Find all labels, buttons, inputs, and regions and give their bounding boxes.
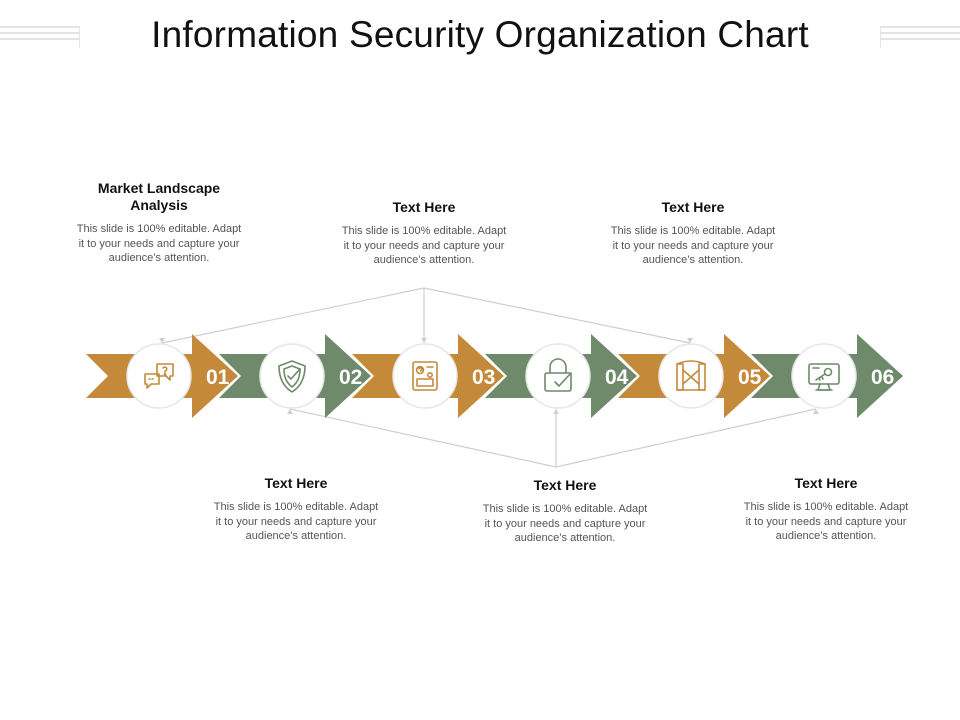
step-03-body: This slide is 100% editable. Adapt it to… <box>341 225 507 266</box>
title-decoration-right <box>880 26 960 48</box>
connector-arrowhead <box>813 409 819 414</box>
connector-arrowhead <box>553 409 559 414</box>
step-01-textbox: Market Landscape Analysis This slide is … <box>74 180 244 266</box>
step-06-circle <box>791 343 857 409</box>
connector-arrowhead <box>421 338 427 343</box>
step-06-textbox: Text Here This slide is 100% editable. A… <box>741 475 911 544</box>
shield-check-icon <box>278 360 306 393</box>
step-03-number: 03 <box>472 366 495 389</box>
id-card-icon <box>412 361 438 391</box>
connector-lines <box>159 287 819 468</box>
step-04-textbox: Text Here This slide is 100% editable. A… <box>480 477 650 546</box>
step-01-heading: Market Landscape Analysis <box>97 180 221 213</box>
security-gate-icon <box>676 360 706 391</box>
step-02-textbox: Text Here This slide is 100% editable. A… <box>211 475 381 544</box>
step-02-number: 02 <box>339 366 362 389</box>
step-05-body: This slide is 100% editable. Adapt it to… <box>610 225 776 266</box>
step-05-number: 05 <box>738 366 762 389</box>
title-decoration-left <box>0 26 80 48</box>
step-04-circle <box>525 343 591 409</box>
step-05-heading: Text Here <box>661 199 725 215</box>
step-04-body: This slide is 100% editable. Adapt it to… <box>482 503 648 544</box>
step-04-heading: Text Here <box>533 477 597 493</box>
chat-question-icon <box>144 363 174 389</box>
step-02-heading: Text Here <box>264 475 328 491</box>
step-06-heading: Text Here <box>794 475 858 491</box>
page-title: Information Security Organization Chart <box>151 14 809 55</box>
monitor-key-icon <box>808 363 840 391</box>
connector-line <box>289 408 557 468</box>
step-01-number: 01 <box>206 366 230 389</box>
step-06-body: This slide is 100% editable. Adapt it to… <box>743 501 909 542</box>
step-03-heading: Text Here <box>392 199 456 215</box>
connector-line <box>161 287 425 344</box>
step-05-textbox: Text Here This slide is 100% editable. A… <box>608 199 778 268</box>
connector-arrowhead <box>159 338 165 343</box>
step-numbers: 01 02 03 04 05 06 <box>206 366 894 389</box>
step-02-body: This slide is 100% editable. Adapt it to… <box>213 501 379 542</box>
connector-line <box>555 408 817 468</box>
step-circles <box>126 343 857 409</box>
step-03-textbox: Text Here This slide is 100% editable. A… <box>339 199 509 268</box>
step-03-circle <box>392 343 458 409</box>
step-04-number: 04 <box>605 366 629 389</box>
step-06-number: 06 <box>871 366 894 389</box>
connector-arrowhead <box>687 338 693 343</box>
connector-line <box>423 287 691 344</box>
padlock-check-icon <box>544 358 572 392</box>
step-02-circle <box>259 343 325 409</box>
step-icons <box>144 358 840 393</box>
step-01-body: This slide is 100% editable. Adapt it to… <box>76 223 242 264</box>
connector-arrowhead <box>287 409 293 414</box>
